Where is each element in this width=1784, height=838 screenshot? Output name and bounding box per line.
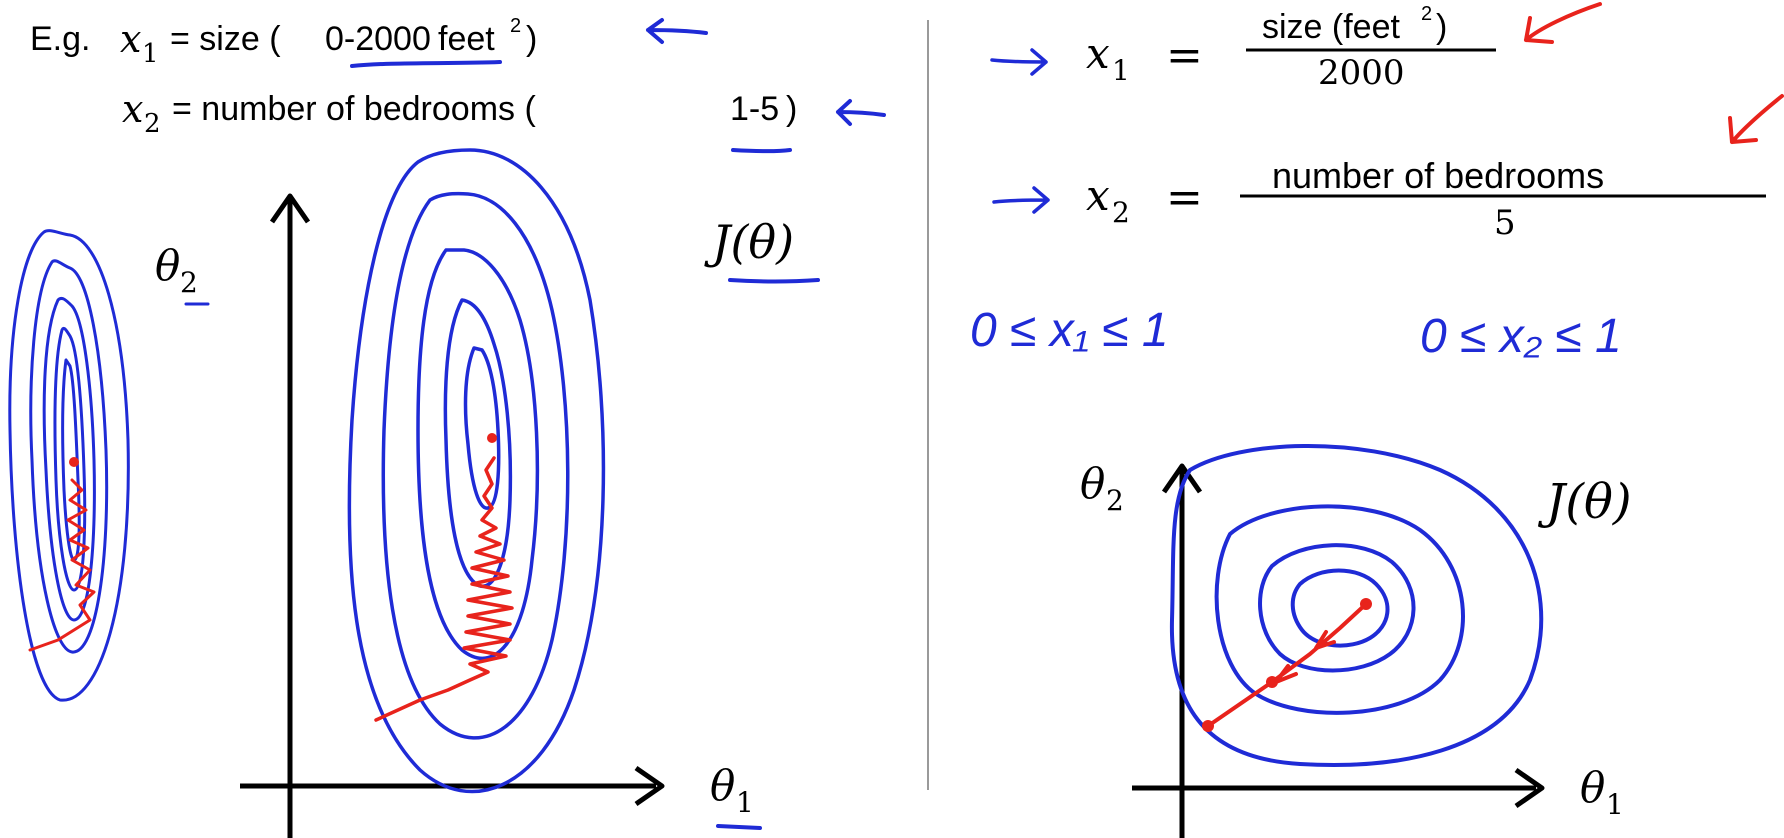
right-x2-eq: = (1166, 172, 1203, 223)
right-theta2-sub: 2 (1106, 484, 1124, 517)
x2-var: x (122, 87, 143, 131)
right-theta2-var: θ (1080, 459, 1105, 508)
x1-text: = size ( (170, 20, 281, 58)
underline-j-theta (728, 278, 820, 284)
right-axes (1132, 463, 1545, 838)
ineq-1: 0 ≤ x₁ ≤ 1 (970, 304, 1169, 357)
underline-1-5 (731, 148, 792, 154)
underline-theta1 (716, 824, 762, 830)
x2-close: ) (786, 90, 797, 128)
left-theta2-sub: 2 (180, 266, 198, 299)
right-x1-equation: x 1 = size (feet 2 ) 2000 (990, 2, 1602, 93)
right-x1-sub: 1 (1112, 54, 1130, 87)
right-theta2-label: θ 2 (1080, 459, 1124, 517)
x1-range: 0-2000 (325, 20, 431, 58)
left-x1-line: E.g. x 1 = size ( 0-2000 feet 2 ) (30, 15, 537, 69)
left-text-annotations (350, 18, 886, 154)
right-x1-num: size (feet (1262, 8, 1400, 46)
ineq-2: 0 ≤ x₂ ≤ 1 (1420, 310, 1622, 363)
right-x1-eq: = (1166, 30, 1203, 81)
left-narrow-contours (8, 229, 210, 702)
x2-text: = number of bedrooms ( (172, 90, 536, 128)
right-x1-num-sup: 2 (1421, 3, 1432, 25)
underline-0-2000 (350, 60, 502, 68)
ineq-row: 0 ≤ x₁ ≤ 1 0 ≤ x₂ ≤ 1 (970, 304, 1622, 363)
right-j-theta: J(θ) (1537, 474, 1632, 530)
right-x2-arrow (992, 186, 1050, 214)
right-x1-arrow (990, 48, 1048, 76)
left-main-contours (347, 148, 606, 794)
left-theta1-var: θ (710, 761, 735, 810)
left-theta2-var: θ (155, 241, 180, 290)
x2-range: 1-5 (730, 90, 779, 128)
right-x2-sub: 2 (1112, 196, 1130, 229)
right-x1-red-arrow (1524, 2, 1602, 44)
right-theta1-var: θ (1580, 763, 1605, 812)
left-main-descent-path (374, 433, 514, 722)
x1-sub: 1 (142, 39, 159, 69)
x1-unit: feet (438, 20, 495, 58)
right-theta1-sub: 1 (1606, 788, 1624, 821)
right-descent-path (1202, 598, 1372, 732)
right-x1-den: 2000 (1318, 53, 1405, 93)
right-x2-equation: x 2 = number of bedrooms 5 (992, 94, 1784, 243)
arrow-x2 (836, 99, 886, 126)
left-theta1-label: θ 1 (710, 761, 754, 819)
right-x1-num-close: ) (1436, 8, 1447, 46)
arrow-x1 (646, 18, 708, 44)
x1-close: ) (526, 20, 537, 58)
right-x2-num: number of bedrooms (1272, 155, 1604, 196)
x1-unit-sup: 2 (510, 15, 521, 37)
left-j-theta: J(θ) (704, 215, 794, 269)
right-x1-var: x (1086, 29, 1110, 78)
eg-prefix: E.g. (30, 20, 90, 58)
right-circular-contours (1169, 443, 1544, 767)
right-x2-red-arrow (1728, 94, 1784, 144)
left-narrow-path (28, 457, 96, 652)
right-x2-var: x (1086, 171, 1110, 220)
left-x2-line: x 2 = number of bedrooms ( 1-5 ) (122, 87, 797, 139)
left-theta1-sub: 1 (736, 786, 754, 819)
right-theta1-label: θ 1 (1580, 763, 1624, 821)
left-theta2-label: θ 2 (155, 241, 198, 299)
x1-var: x (120, 17, 141, 61)
x2-sub: 2 (144, 109, 161, 139)
right-x2-den: 5 (1494, 203, 1516, 243)
